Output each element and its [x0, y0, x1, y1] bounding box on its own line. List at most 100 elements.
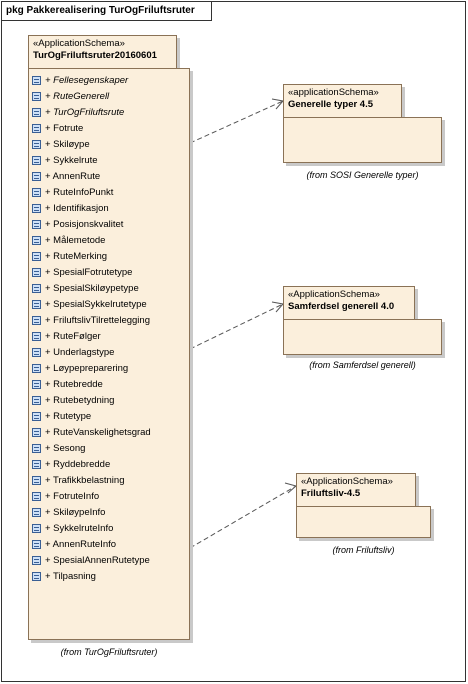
- samferdsel-stereotype: «ApplicationSchema»: [288, 289, 380, 300]
- class-label: + Rutetype: [45, 411, 92, 422]
- class-list-item[interactable]: + Underlagstype: [29, 345, 189, 361]
- class-label: + Løypepreparering: [45, 363, 129, 374]
- class-label: + Fellesegenskaper: [45, 75, 129, 86]
- class-icon: [32, 124, 41, 133]
- samferdsel-name: Samferdsel generell 4.0: [288, 301, 395, 312]
- class-label: + Identifikasjon: [45, 203, 109, 214]
- class-list-item[interactable]: + Identifikasjon: [29, 201, 189, 217]
- class-list-item[interactable]: + Rutebetydning: [29, 393, 189, 409]
- class-icon: [32, 508, 41, 517]
- class-icon: [32, 412, 41, 421]
- class-icon: [32, 428, 41, 437]
- class-list-item[interactable]: + SpesialFotrutetype: [29, 265, 189, 281]
- main-package-tab[interactable]: «ApplicationSchema» TurOgFriluftsruter20…: [28, 35, 177, 69]
- class-label: + Trafikkbelastning: [45, 475, 125, 486]
- class-list-item[interactable]: + Posisjonskvalitet: [29, 217, 189, 233]
- class-icon: [32, 268, 41, 277]
- class-list-item[interactable]: + Skiløype: [29, 137, 189, 153]
- class-list-item[interactable]: + FriluftslivTilrettelegging: [29, 313, 189, 329]
- class-list-item[interactable]: + AnnenRuteInfo: [29, 537, 189, 553]
- class-label: + Posisjonskvalitet: [45, 219, 124, 230]
- friluftsliv-body[interactable]: [296, 506, 431, 538]
- friluftsliv-name: Friluftsliv-4.5: [301, 488, 361, 499]
- class-list-item[interactable]: + Sesong: [29, 441, 189, 457]
- class-list-item[interactable]: + RuteMerking: [29, 249, 189, 265]
- class-icon: [32, 572, 41, 581]
- class-label: + SpesialFotrutetype: [45, 267, 133, 278]
- class-label: + TurOgFriluftsrute: [45, 107, 125, 118]
- class-list-item[interactable]: + Rutebredde: [29, 377, 189, 393]
- class-label: + Rutebetydning: [45, 395, 115, 406]
- generelle-typer-tab[interactable]: «applicationSchema» Generelle typer 4.5: [283, 84, 402, 118]
- class-list-item[interactable]: + SykkelruteInfo: [29, 521, 189, 537]
- generelle-typer-name: Generelle typer 4.5: [288, 99, 374, 110]
- samferdsel-tab[interactable]: «ApplicationSchema» Samferdsel generell …: [283, 286, 415, 320]
- generelle-typer-body[interactable]: [283, 117, 442, 163]
- class-list-item[interactable]: + Tilpasning: [29, 569, 189, 585]
- class-list-item[interactable]: + Ryddebredde: [29, 457, 189, 473]
- class-label: + AnnenRute: [45, 171, 101, 182]
- class-list: + Fellesegenskaper + RuteGenerell + TurOgF…: [29, 73, 189, 585]
- friluftsliv-stereotype: «ApplicationSchema»: [301, 476, 393, 487]
- class-list-item[interactable]: + RuteGenerell: [29, 89, 189, 105]
- class-label: + RuteFølger: [45, 331, 101, 342]
- friluftsliv-caption: (from Friluftsliv): [332, 545, 395, 555]
- class-label: + Rutebredde: [45, 379, 103, 390]
- class-label: + Sesong: [45, 443, 86, 454]
- class-label: + SkiløypeInfo: [45, 507, 106, 518]
- class-list-item[interactable]: + SkiløypeInfo: [29, 505, 189, 521]
- class-list-item[interactable]: + Fellesegenskaper: [29, 73, 189, 89]
- class-icon: [32, 316, 41, 325]
- class-icon: [32, 220, 41, 229]
- class-icon: [32, 348, 41, 357]
- class-icon: [32, 92, 41, 101]
- class-list-item[interactable]: + Fotrute: [29, 121, 189, 137]
- samferdsel-caption: (from Samferdsel generell): [309, 360, 416, 370]
- class-list-item[interactable]: + Sykkelrute: [29, 153, 189, 169]
- class-label: + SykkelruteInfo: [45, 523, 114, 534]
- class-icon: [32, 364, 41, 373]
- friluftsliv-tab[interactable]: «ApplicationSchema» Friluftsliv-4.5: [296, 473, 416, 507]
- frame-title: pkg Pakkerealisering TurOgFriluftsruter: [2, 2, 212, 21]
- class-icon: [32, 476, 41, 485]
- class-label: + RuteGenerell: [45, 91, 110, 102]
- main-package-caption: (from TurOgFriluftsruter): [60, 647, 158, 657]
- class-label: + FriluftslivTilrettelegging: [45, 315, 150, 326]
- class-list-item[interactable]: + AnnenRute: [29, 169, 189, 185]
- class-icon: [32, 444, 41, 453]
- class-icon: [32, 460, 41, 469]
- main-package-body[interactable]: + Fellesegenskaper + RuteGenerell + TurOgF…: [28, 68, 190, 640]
- class-icon: [32, 108, 41, 117]
- class-label: + FotruteInfo: [45, 491, 100, 502]
- class-list-item[interactable]: + Trafikkbelastning: [29, 473, 189, 489]
- class-label: + Ryddebredde: [45, 459, 111, 470]
- class-list-item[interactable]: + SpesialSkiløypetype: [29, 281, 189, 297]
- class-list-item[interactable]: + RuteFølger: [29, 329, 189, 345]
- generelle-typer-caption: (from SOSI Generelle typer): [306, 170, 419, 180]
- class-list-item[interactable]: + TurOgFriluftsrute: [29, 105, 189, 121]
- class-icon: [32, 204, 41, 213]
- class-list-item[interactable]: + Løypepreparering: [29, 361, 189, 377]
- class-label: + Sykkelrute: [45, 155, 98, 166]
- class-label: + Målemetode: [45, 235, 106, 246]
- class-label: + Fotrute: [45, 123, 84, 134]
- class-icon: [32, 76, 41, 85]
- samferdsel-body[interactable]: [283, 319, 442, 355]
- class-icon: [32, 396, 41, 405]
- class-label: + Skiløype: [45, 139, 90, 150]
- class-list-item[interactable]: + SpesialAnnenRutetype: [29, 553, 189, 569]
- class-icon: [32, 332, 41, 341]
- class-list-item[interactable]: + RuteVanskelighetsgrad: [29, 425, 189, 441]
- class-icon: [32, 188, 41, 197]
- class-label: + SpesialSykkelrutetype: [45, 299, 147, 310]
- class-list-item[interactable]: + SpesialSykkelrutetype: [29, 297, 189, 313]
- class-list-item[interactable]: + Målemetode: [29, 233, 189, 249]
- class-list-item[interactable]: + RuteInfoPunkt: [29, 185, 189, 201]
- class-icon: [32, 284, 41, 293]
- class-icon: [32, 252, 41, 261]
- class-list-item[interactable]: + FotruteInfo: [29, 489, 189, 505]
- class-label: + SpesialSkiløypetype: [45, 283, 139, 294]
- class-icon: [32, 556, 41, 565]
- class-icon: [32, 380, 41, 389]
- class-list-item[interactable]: + Rutetype: [29, 409, 189, 425]
